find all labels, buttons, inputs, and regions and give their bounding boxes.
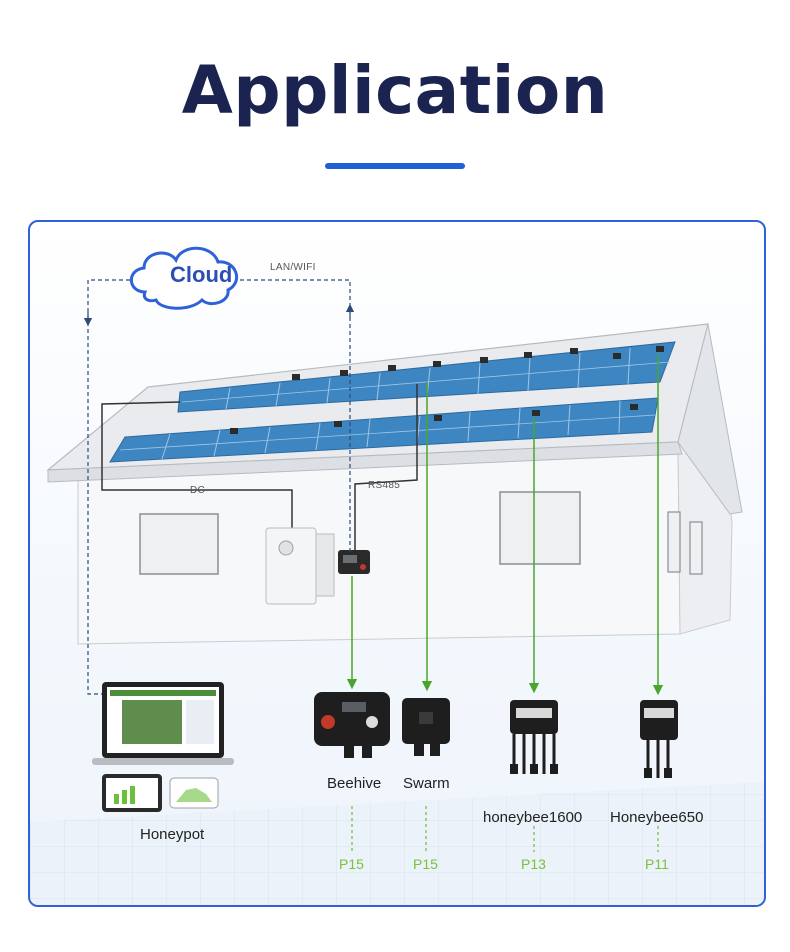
title-underline <box>325 163 465 169</box>
honeypot-devices <box>92 682 234 812</box>
dc-cable <box>101 401 293 532</box>
page-links <box>351 806 659 852</box>
rs485-label: RS485 <box>368 480 401 491</box>
swarm-label: Swarm <box>403 775 450 792</box>
network-links <box>87 279 351 695</box>
wall-datalogger <box>338 550 370 574</box>
inverter <box>265 527 335 605</box>
beehive-label: Beehive <box>327 775 382 792</box>
honeybee1600-device <box>510 700 558 774</box>
swarm-page-ref: P15 <box>413 856 438 872</box>
device-links <box>346 354 664 696</box>
solar-field-background <box>30 782 764 905</box>
honeybee1600-label: honeybee1600 <box>483 809 583 826</box>
solar-array-bottom <box>109 397 659 463</box>
swarm-device <box>402 698 450 756</box>
cloud-icon <box>129 246 239 310</box>
beehive-device <box>314 692 390 758</box>
cloud-label: Cloud <box>170 262 233 287</box>
diagram-canvas <box>30 246 764 905</box>
application-diagram: Cloud LAN/WIFI DC RS485 Honeypot Beehive… <box>28 220 766 907</box>
beehive-page-ref: P15 <box>339 856 364 872</box>
honeybee650-label: Honeybee650 <box>610 809 704 826</box>
lan-wifi-label: LAN/WIFI <box>270 262 316 273</box>
honeypot-label: Honeypot <box>140 826 205 843</box>
dc-label: DC <box>190 485 206 496</box>
house <box>46 323 743 645</box>
solar-array-top <box>177 341 676 413</box>
honeybee650-device <box>640 700 678 778</box>
honeybee650-page-ref: P11 <box>645 856 669 872</box>
rs485-cable <box>354 384 418 552</box>
honeybee1600-page-ref: P13 <box>521 856 546 872</box>
page-title: Application <box>181 52 609 129</box>
